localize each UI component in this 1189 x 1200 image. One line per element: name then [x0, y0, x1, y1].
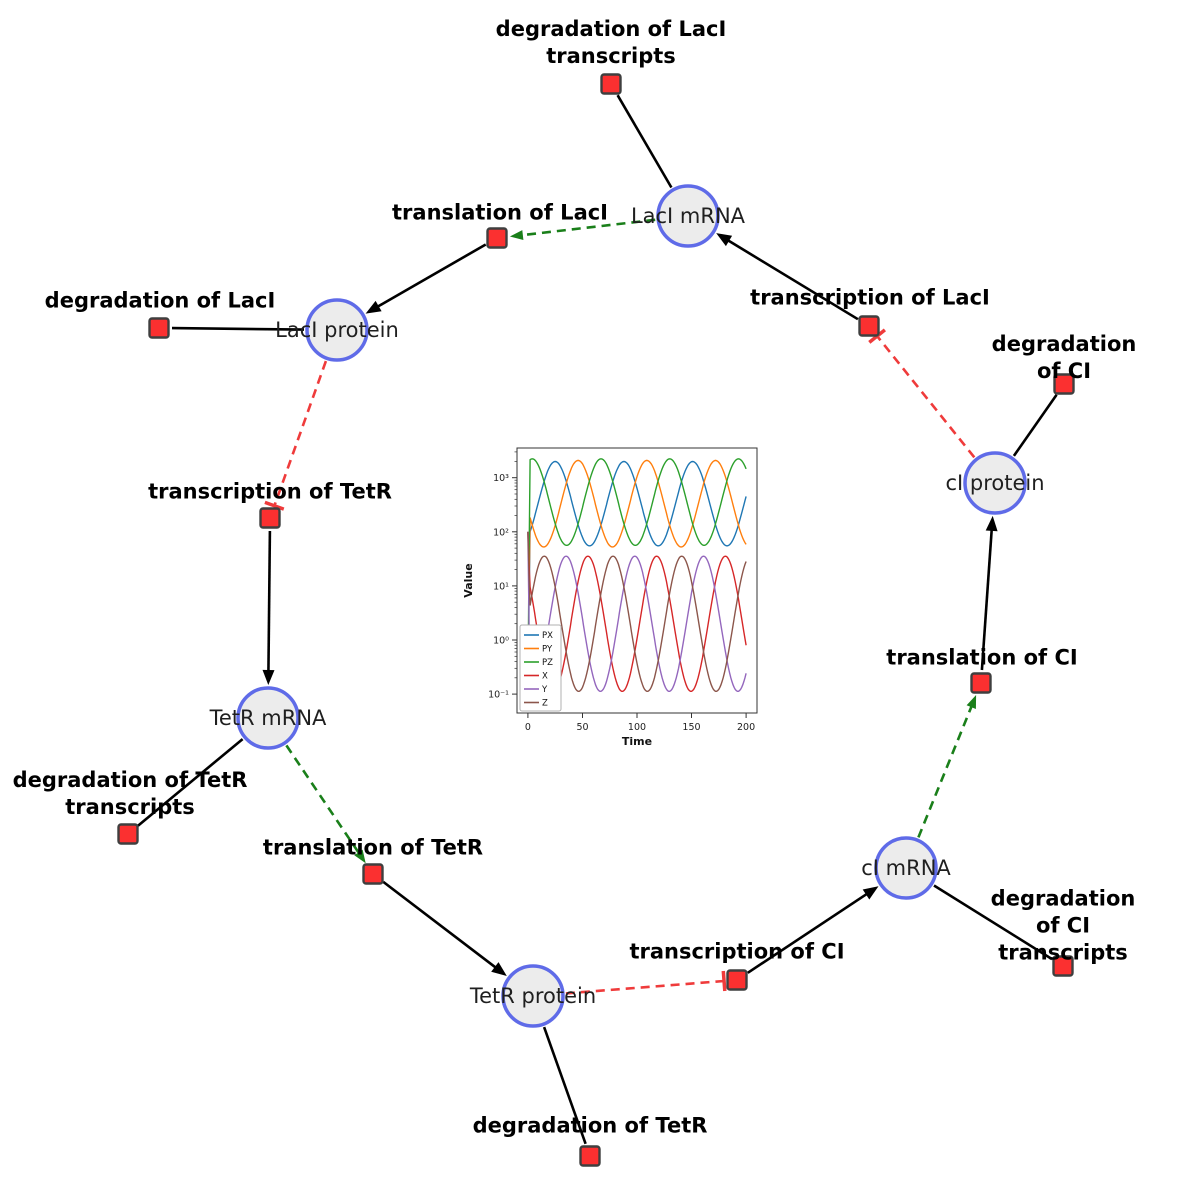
- arrowhead-icon: [354, 849, 366, 864]
- inhibition-edge-line: [876, 335, 976, 459]
- species-node-tetr-mrna: [236, 686, 300, 750]
- production-edge-line: [374, 243, 487, 310]
- legend-label-x: X: [542, 672, 548, 682]
- production-edge-line: [724, 237, 859, 321]
- x-tick-label: 0: [525, 722, 531, 733]
- series-line-px: [527, 460, 747, 695]
- y-tick-label: 10⁻¹: [488, 690, 509, 701]
- x-tick-label: 150: [682, 722, 700, 733]
- reaction-node-deg-laci: [148, 317, 170, 339]
- arrowhead-icon: [365, 300, 382, 314]
- series-line-py: [527, 459, 747, 695]
- reaction-node-transl-ci: [970, 672, 992, 694]
- edge-laci-protein-to-transc-tetr: [264, 360, 328, 511]
- inhibition-bar-icon: [264, 500, 285, 511]
- legend-label-px: PX: [542, 631, 553, 641]
- edge-ci-protein-to-transc-laci: [868, 328, 976, 459]
- edge-laci-mrna-to-transl-laci: [509, 218, 656, 240]
- edge-transc-laci-to-laci-mrna: [716, 233, 859, 321]
- series-line-x: [527, 531, 747, 692]
- arrowhead-icon: [262, 669, 275, 685]
- reaction-node-transc-ci: [726, 969, 748, 991]
- species-node-ci-mrna: [874, 836, 938, 900]
- modifier-edge-line: [285, 744, 361, 855]
- production-edge-line: [747, 891, 871, 974]
- legend-box: [519, 624, 562, 712]
- x-tick-label: 100: [628, 722, 646, 733]
- arrowhead-icon: [966, 695, 977, 709]
- consumption-edge-line: [1012, 393, 1058, 457]
- species-node-ci-protein: [963, 451, 1027, 515]
- edge-transc-ci-to-ci-mrna: [747, 886, 879, 974]
- edge-laci-protein-to-deg-laci: [171, 326, 305, 331]
- series-line-z: [527, 531, 747, 692]
- consumption-edge-line: [933, 884, 1053, 961]
- reaction-node-deg-ci-tx: [1052, 955, 1074, 977]
- consumption-edge-line: [542, 1026, 587, 1145]
- species-node-tetr-protein: [501, 964, 565, 1028]
- edge-ci-protein-to-deg-ci: [1012, 393, 1058, 457]
- series-line-pz: [527, 458, 747, 695]
- inhibition-edge-line: [273, 360, 328, 507]
- y-tick-label: 10¹: [493, 581, 509, 592]
- legend-label-y: Y: [541, 685, 548, 695]
- consumption-edge-line: [616, 94, 673, 189]
- consumption-edge-line: [137, 738, 244, 827]
- consumption-edge-line: [171, 326, 305, 331]
- edge-transl-ci-to-ci-protein: [980, 515, 998, 671]
- reaction-node-deg-ci: [1053, 373, 1075, 395]
- y-tick-label: 10⁰: [493, 636, 509, 647]
- arrowhead-icon: [716, 233, 733, 247]
- x-tick-label: 50: [576, 722, 588, 733]
- reaction-node-transc-laci: [858, 315, 880, 337]
- reaction-node-transl-laci: [486, 227, 508, 249]
- y-axis-label: Value: [462, 563, 475, 597]
- edge-transc-tetr-to-tetr-mrna: [262, 530, 275, 685]
- edge-tetr-mrna-to-transl-tetr: [285, 744, 366, 864]
- series-group: [527, 458, 747, 695]
- legend-label-py: PY: [542, 645, 553, 655]
- reaction-node-deg-tetr: [579, 1145, 601, 1167]
- production-edge-line: [382, 880, 499, 971]
- legend-label-pz: PZ: [542, 658, 553, 668]
- reaction-node-deg-tetr-tx: [117, 823, 139, 845]
- edge-tetr-mrna-to-deg-tetr-tx: [137, 738, 244, 827]
- production-edge-line: [980, 526, 994, 671]
- x-axis-label: Time: [622, 735, 652, 748]
- series-line-y: [527, 531, 747, 692]
- inhibition-edge-line: [565, 979, 725, 995]
- edge-ci-mrna-to-deg-ci-tx: [933, 884, 1053, 961]
- modifier-edge-line: [520, 218, 656, 237]
- arrowhead-icon: [509, 230, 524, 240]
- y-tick-label: 10³: [493, 473, 509, 484]
- legend-label-z: Z: [542, 699, 548, 709]
- reaction-node-transl-tetr: [362, 863, 384, 885]
- inhibition-bar-icon: [721, 970, 727, 992]
- arrowhead-icon: [862, 886, 879, 900]
- arrowhead-icon: [491, 962, 507, 976]
- arrowhead-icon: [985, 515, 998, 532]
- modifier-edge-line: [917, 704, 974, 838]
- reaction-node-deg-laci-tx: [600, 73, 622, 95]
- edge-laci-mrna-to-deg-laci-tx: [616, 94, 673, 189]
- edge-tetr-protein-to-deg-tetr: [542, 1026, 587, 1145]
- production-edge-line: [267, 530, 272, 675]
- species-node-laci-protein: [305, 298, 369, 362]
- reaction-node-transc-tetr: [259, 507, 281, 529]
- edge-tetr-protein-to-transc-ci: [565, 970, 727, 995]
- edge-transl-tetr-to-tetr-protein: [382, 880, 507, 976]
- species-node-laci-mrna: [656, 184, 720, 248]
- edge-transl-laci-to-laci-protein: [365, 243, 487, 314]
- y-tick-label: 10²: [493, 527, 509, 538]
- edge-ci-mrna-to-transl-ci: [917, 695, 977, 838]
- x-tick-label: 200: [737, 722, 755, 733]
